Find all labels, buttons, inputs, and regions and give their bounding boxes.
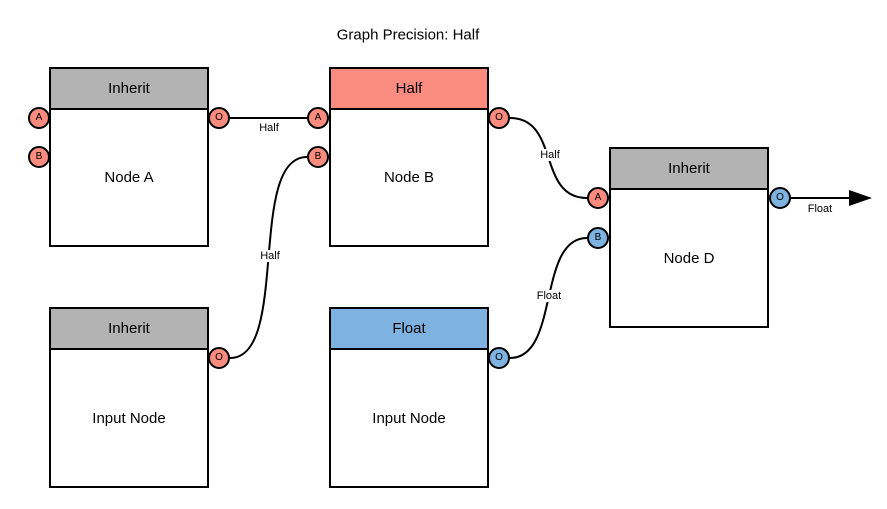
node-b-header: Half	[331, 69, 487, 110]
port-node-a-input-a[interactable]: A	[28, 107, 50, 129]
input-node-float-label: Input Node	[372, 409, 446, 427]
node-b-label: Node B	[383, 169, 435, 186]
input-node-float[interactable]: Float Input Node	[329, 307, 489, 488]
port-node-d-input-b[interactable]: B	[587, 227, 609, 249]
output-arrowhead-icon	[849, 190, 872, 206]
port-node-a-output[interactable]: O	[208, 107, 230, 129]
node-a-header: Inherit	[51, 69, 207, 110]
node-d-header: Inherit	[611, 149, 767, 190]
port-node-a-input-b[interactable]: B	[28, 146, 50, 168]
port-input-node-inherit-output[interactable]: O	[208, 347, 230, 369]
port-node-d-input-a[interactable]: A	[587, 187, 609, 209]
node-d[interactable]: Inherit Node D	[609, 147, 769, 328]
node-d-label: Node D	[663, 249, 715, 267]
input-node-inherit[interactable]: Inherit Input Node	[49, 307, 209, 488]
node-a-label: Node A	[104, 169, 154, 186]
node-a[interactable]: Inherit Node A	[49, 67, 209, 247]
port-node-b-input-a[interactable]: A	[307, 107, 329, 129]
edge-label-input1-to-b: Half	[258, 250, 282, 262]
port-node-b-output[interactable]: O	[488, 107, 510, 129]
input-node-inherit-header: Inherit	[51, 309, 207, 350]
node-b[interactable]: Half Node B	[329, 67, 489, 247]
edge-label-a-to-b: Half	[257, 122, 281, 134]
input-node-float-header: Float	[331, 309, 487, 350]
edge-label-input2-to-d: Float	[534, 290, 564, 302]
graph-title: Graph Precision: Half	[336, 26, 480, 44]
edge-label-b-to-d: Half	[538, 149, 562, 161]
input-node-inherit-label: Input Node	[92, 409, 166, 427]
port-input-node-float-output[interactable]: O	[488, 347, 510, 369]
port-node-b-input-b[interactable]: B	[307, 146, 329, 168]
port-node-d-output[interactable]: O	[769, 187, 791, 209]
edge-label-d-output: Float	[805, 203, 835, 215]
